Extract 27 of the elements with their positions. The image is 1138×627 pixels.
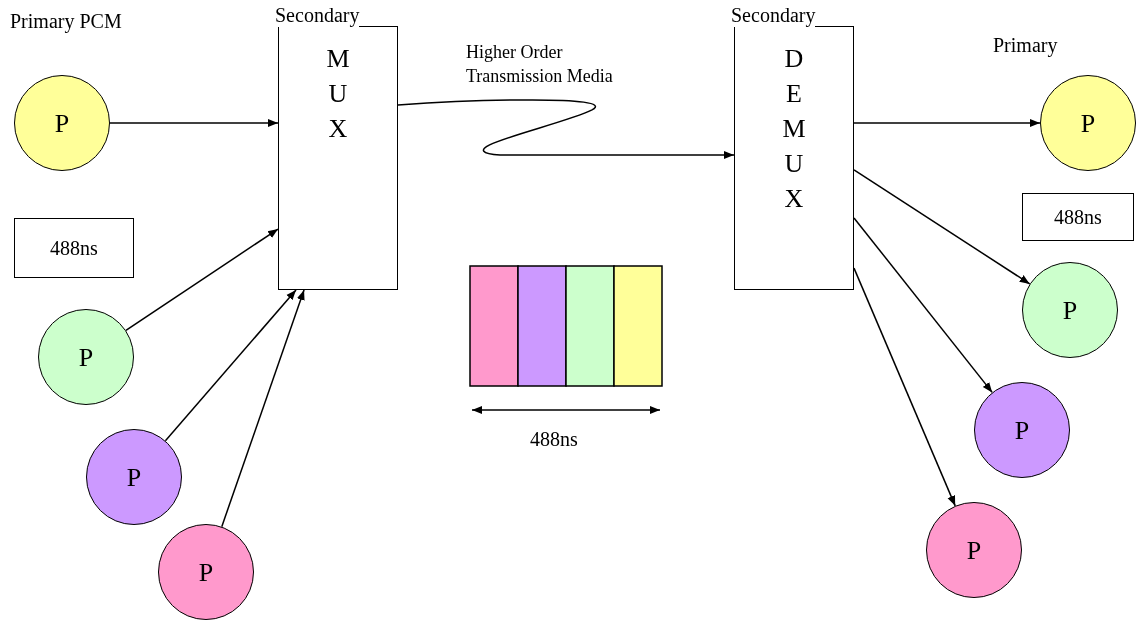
node-label: P [1062,294,1078,327]
node-label: P [1080,107,1096,140]
text-label: Primary PCM [10,9,122,35]
wavy-arrow [397,99,735,160]
text-box [1022,193,1134,241]
text-label: Primary [993,33,1058,59]
arrow [853,169,1031,285]
arrow [221,289,305,528]
text-box [14,218,134,278]
node-label: P [198,556,214,589]
arrow [125,228,279,332]
arrow [109,118,279,127]
dimension-label: 488ns [530,427,578,452]
arrow [164,289,297,442]
arrow [853,217,993,394]
duration-label: 488ns [50,236,98,261]
box-label: D E M U X [781,43,807,215]
node-label: P [1014,414,1030,447]
node-label: P [54,107,70,140]
arrow [853,118,1041,127]
duration-label: 488ns [1054,205,1102,230]
node-label: P [78,341,94,374]
arrow [853,267,956,507]
node-label: P [966,534,982,567]
text-label: Higher Order Transmission Media [466,41,614,88]
node-label: P [126,461,142,494]
box-label: M U X [325,43,351,145]
